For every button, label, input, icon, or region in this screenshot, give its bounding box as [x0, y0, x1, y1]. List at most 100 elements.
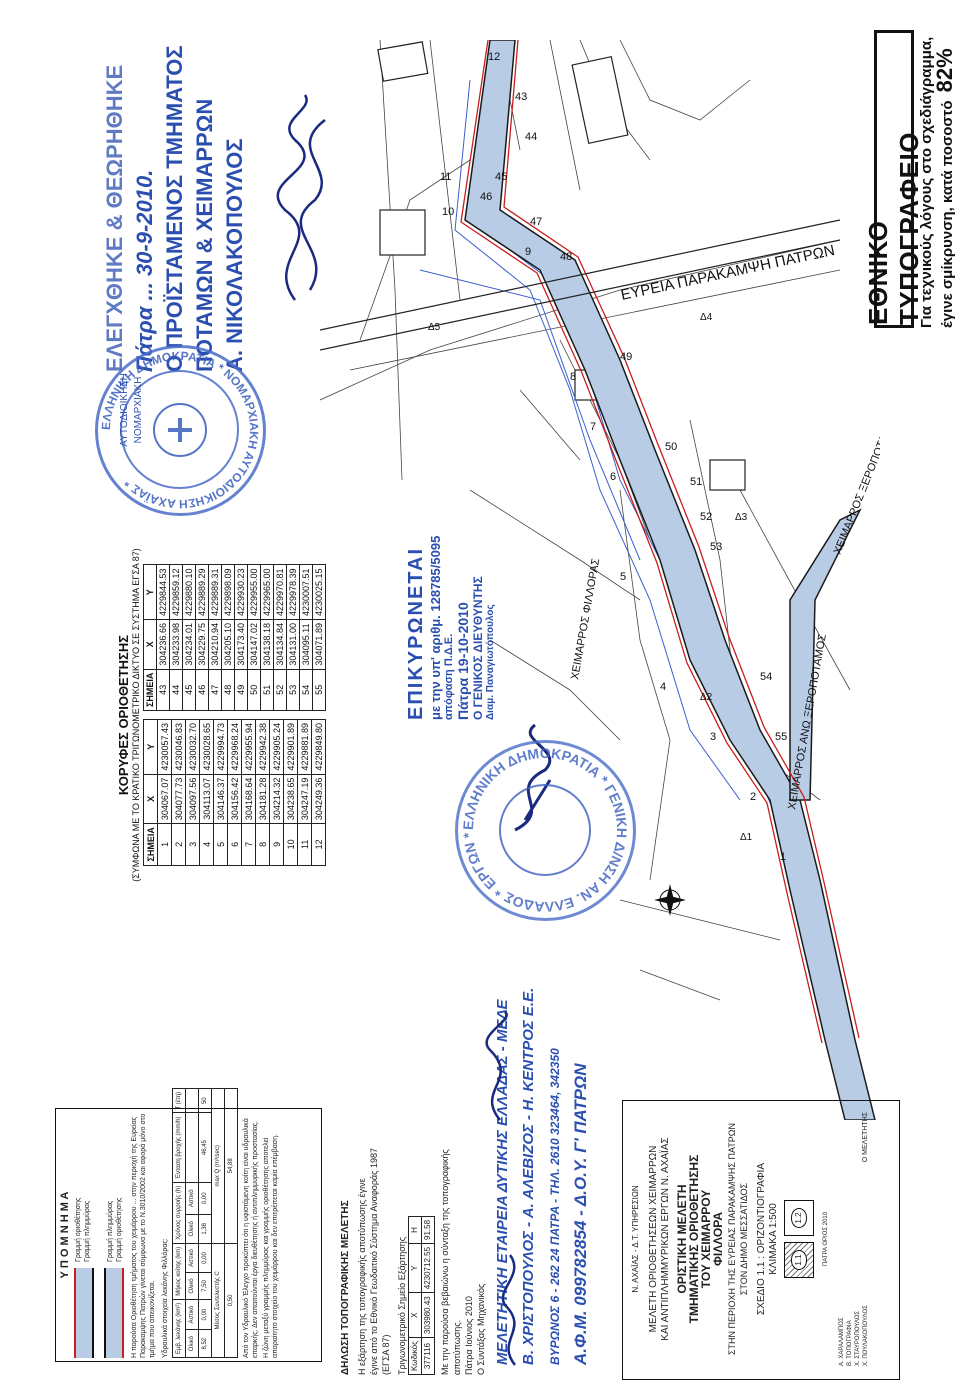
- table-cell: 2: [171, 823, 186, 866]
- hyd-header: Τ (έτη): [172, 1088, 186, 1113]
- tb-s2: ΚΛΙΜΑΚΑ 1:500: [768, 1203, 779, 1275]
- nomarchia-inner2: ΝΟΜΑΡΧΙΑΚΗ: [133, 376, 144, 444]
- legend-foot2: Η ζώνη μεταξύ γραμμής πλημμύρας και γραμ…: [263, 1134, 279, 1358]
- table-cell: 4229898.09: [221, 564, 235, 620]
- table-cell: 304234.01: [182, 619, 196, 670]
- tri-header: Y: [408, 1243, 422, 1293]
- approval-top: ΕΛΕΓΧΘΗΚΕ & ΘΕΩΡΗΘΗΚΕ Πάτρα ... 30-9-201…: [100, 42, 270, 372]
- map-delta-4: Δ4: [700, 312, 713, 323]
- signature-company: [485, 1011, 508, 1121]
- table-cell: 46: [195, 669, 209, 711]
- legend-item-2: Γραμμή πλημμύρας: [84, 1200, 91, 1262]
- map-point-54: 54: [760, 671, 772, 683]
- table-cell: 304249.36: [311, 774, 326, 824]
- map-point-2: 2: [750, 791, 756, 803]
- map-delta-2: Δ2: [700, 692, 713, 703]
- table-cell: 3: [185, 823, 200, 866]
- qmax-label: max Q (m³/sec): [211, 1088, 225, 1244]
- table-cell: 304156.42: [227, 774, 242, 824]
- hyd-value: 0,00: [198, 1182, 212, 1215]
- koryfes-title: ΚΟΡΥΦΕΣ ΟΡΙΟΘΕΤΗΣΗΣ: [116, 634, 131, 796]
- tb-t4: ΦΙΛΛΟΡΑ: [711, 1212, 725, 1266]
- table-cell: 304067.07: [157, 774, 172, 824]
- map-point-49: 49: [620, 351, 632, 363]
- typography-banner: ΕΘΝΙΚΟ ΤΥΠΟΓΡΑΦΕΙΟ Για τεχνικούς λόγους …: [863, 28, 966, 328]
- table-cell: 54: [299, 669, 313, 711]
- tb-sig-small-4: Χ. ΠΟΥΛΑΚΟΠΟΥΛΟΣ: [863, 1305, 869, 1366]
- epik-line4: Ο ΓΕΝΙΚΟΣ ΔΙΕΥΘΥΝΤΗΣ: [471, 576, 485, 720]
- koryfes-table: ΚΟΡΥΦΕΣ ΟΡΙΟΘΕΤΗΣΗΣ (ΣΥΜΦΩΝΑ ΜΕ ΤΟ ΚΡΑΤΙ…: [116, 515, 326, 915]
- map-point-50: 50: [665, 441, 677, 453]
- map-delta-3: Δ3: [735, 512, 748, 523]
- map-point-46: 46: [480, 191, 492, 203]
- svg-text:ΕΛΛΗΝΙΚΗ ΔΗΜΟΚΡΑΤΙΑ * ΓΕΝΙΚΗ Δ: ΕΛΛΗΝΙΚΗ ΔΗΜΟΚΡΑΤΙΑ * ΓΕΝΙΚΗ Δ/ΝΣΗ ΑΝ. Ε…: [460, 745, 630, 915]
- table-cell: 304146.37: [213, 774, 228, 824]
- tri-value: 91.58: [421, 1216, 435, 1244]
- dimokratia-stamp: ΕΛΛΗΝΙΚΗ ΔΗΜΟΚΡΑΤΙΑ * ΓΕΝΙΚΗ Δ/ΝΣΗ ΑΝ. Ε…: [455, 740, 636, 921]
- coef-label: Μέσος Συντελεστής C: [211, 1243, 225, 1358]
- hyd-header: Μήκος κοίτης (km): [172, 1243, 186, 1300]
- col-header: X: [143, 619, 157, 670]
- legend-content: Υ Π Ο Μ Ν Η Μ Α Γραμμή οριοθέτησης Γραμμ…: [58, 1088, 318, 1358]
- map-point-45: 45: [495, 171, 507, 183]
- coef-value: 0,50: [224, 1243, 238, 1358]
- hyd-value: 50: [198, 1088, 212, 1113]
- table-cell: 11: [297, 823, 312, 866]
- table-cell: 4229859.12: [169, 564, 183, 620]
- table-cell: 4229844.53: [156, 564, 170, 620]
- table-cell: 4229965.00: [260, 564, 274, 620]
- epik-line3: Πάτρα 19-10-2010: [455, 602, 471, 720]
- table-cell: 52: [273, 669, 287, 711]
- map-point-9: 9: [525, 246, 531, 258]
- north-arrow-icon: [654, 884, 686, 916]
- table-cell: 4230025.15: [312, 564, 326, 620]
- tri-value: 377116: [421, 1337, 435, 1375]
- epik-line5: Διαμ. Παναγιωτόπουλος: [485, 604, 496, 720]
- hyd-value: 1,38: [198, 1214, 212, 1244]
- table-cell: 304247.19: [297, 774, 312, 824]
- map-point-52: 52: [700, 511, 712, 523]
- tb-sig-small-2: Β. ΤΟΠΟΓΡΑΦΙΑ: [847, 1320, 853, 1366]
- col-header: X: [143, 774, 158, 824]
- table-cell: 53: [286, 669, 300, 711]
- table-cell: 4229978.39: [286, 564, 300, 620]
- table-cell: 4229942.38: [255, 719, 270, 775]
- epik-title: ΕΠΙΚΥΡΩΝΕΤΑΙ: [405, 546, 427, 720]
- hyd-value: 8,52: [198, 1329, 212, 1358]
- col-header: ΣΗΜΕΙΑ: [143, 669, 157, 711]
- table-cell: 4229880.10: [182, 564, 196, 620]
- table-cell: 304131.00: [286, 619, 300, 670]
- hyd-value: 7,50: [198, 1272, 212, 1300]
- map-point-51: 51: [690, 476, 702, 488]
- table-cell: 47: [208, 669, 222, 711]
- table-cell: 10: [283, 823, 298, 866]
- hyd-header: Χρόνος συρροής (h): [172, 1182, 186, 1244]
- map-point-47: 47: [530, 216, 542, 228]
- legend-item-1: Γραμμή οριοθέτησης: [75, 1197, 82, 1262]
- tb-t6: ΣΤΟΝ ΔΗΜΟ ΜΕΣΣΑΤΙΔΟΣ: [739, 1182, 749, 1296]
- table-cell: 4229968.24: [227, 719, 242, 775]
- table-cell: 1: [157, 823, 172, 866]
- signature-top: [276, 94, 326, 301]
- table-cell: 4229930.23: [234, 564, 248, 620]
- legend-item-3: Γραμμή πλημμύρας: [107, 1200, 114, 1262]
- table-cell: 304138.18: [260, 619, 274, 670]
- table-cell: 304134.84: [273, 619, 287, 670]
- table-cell: 304147.02: [247, 619, 261, 670]
- map-point-8: 8: [570, 371, 576, 383]
- map-point-11: 11: [440, 171, 451, 183]
- dilosi-line2: έγινε από το Εθνικό Γεωδαιτικό Σύστημα Α…: [369, 1148, 391, 1375]
- table-cell: 43: [156, 669, 170, 711]
- table-cell: 4229889.29: [195, 564, 209, 620]
- nomarchia-inner1: ΑΥΤΟΔΙΟΙΚΗΣΗ: [119, 373, 130, 447]
